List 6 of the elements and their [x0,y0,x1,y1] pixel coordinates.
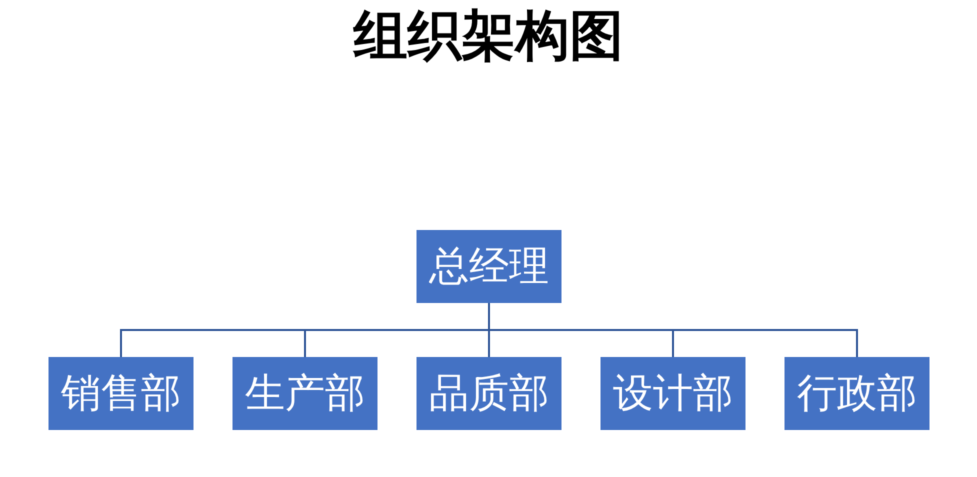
department-box: 设计部 [600,357,745,430]
department-box: 行政部 [784,357,929,430]
department-box: 品质部 [416,357,561,430]
connector-line [488,302,858,358]
department-box: 生产部 [232,357,377,430]
diagram-title: 组织架构图 [354,4,624,68]
